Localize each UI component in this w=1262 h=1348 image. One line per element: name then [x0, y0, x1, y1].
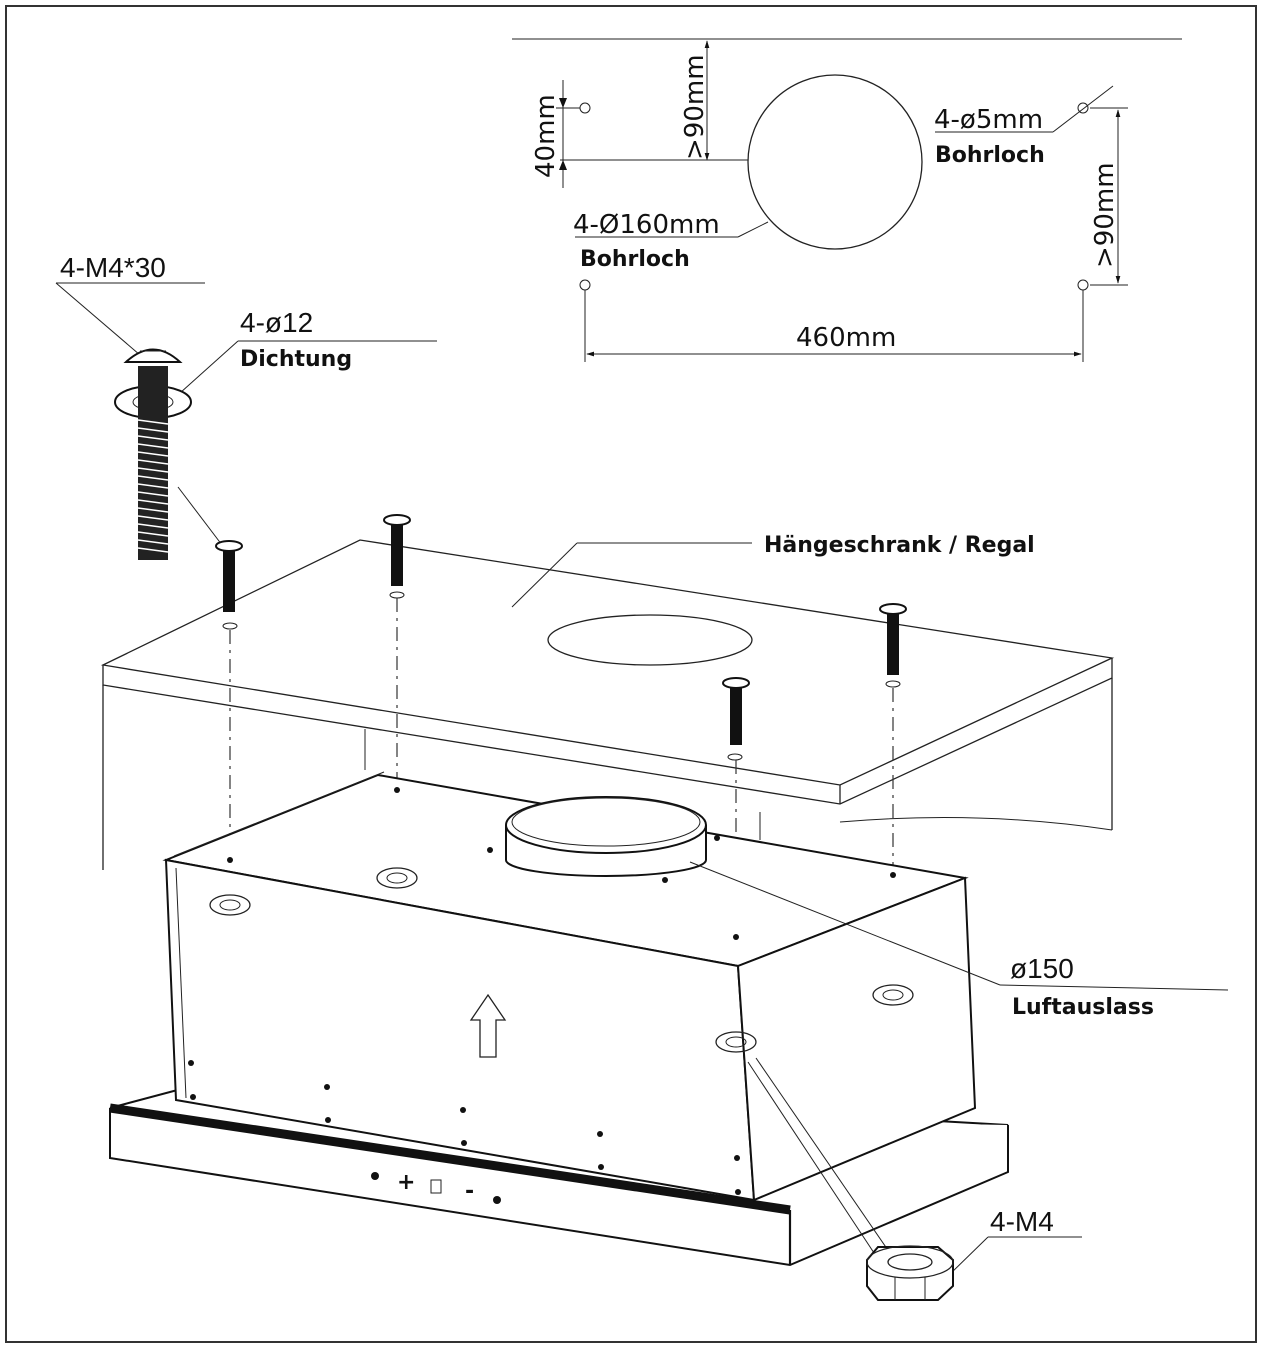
speed-plus-button: + — [397, 1170, 415, 1195]
shelf-screw-hole-1 — [222, 622, 238, 630]
small-hole-bottom-left — [579, 279, 591, 291]
mounting-screws — [215, 514, 907, 745]
big-hole-spec: 4-Ø160mm — [573, 210, 720, 240]
washer-leader — [179, 340, 239, 394]
large-screw-illustration — [114, 348, 192, 560]
washer-spec: 4-ø12 — [240, 307, 313, 338]
hood-front-rivets — [188, 1060, 741, 1195]
shelf-front-edge — [102, 658, 1113, 805]
hood-top-hole — [733, 934, 739, 940]
airflow-up-arrow-icon — [469, 993, 507, 1058]
screw-spec-leader — [55, 282, 141, 356]
hood-front-edge-inner — [175, 867, 187, 1099]
dim-arrow-40-top — [559, 98, 567, 108]
dim-gap-top-left: >90mm — [680, 54, 710, 160]
cabinet-shelf — [100, 539, 1115, 870]
shelf-duct-hole — [547, 614, 753, 666]
cabinet-leader — [511, 542, 578, 608]
duct-collar — [505, 796, 707, 877]
dim-arrow-40-bottom — [559, 160, 567, 170]
speed-minus-button: - — [465, 1179, 474, 1204]
timer-button-icon — [493, 1196, 501, 1204]
shelf-screw-hole-3 — [885, 680, 901, 688]
small-hole-spec: 4-ø5mm — [934, 105, 1043, 135]
outlet-spec: ø150 — [1010, 953, 1074, 984]
hood-top-hole — [394, 787, 400, 793]
hood-top-hole — [487, 847, 493, 853]
small-hole-top-left — [579, 102, 591, 114]
small-hole-leader — [1052, 85, 1114, 133]
dim-width-460: 460mm — [796, 323, 896, 353]
nut-leader-b — [755, 1057, 893, 1257]
nut-spec: 4-M4 — [990, 1206, 1054, 1237]
range-hood: + - — [109, 771, 1009, 1267]
screw-head — [123, 348, 183, 363]
outlet-leader — [689, 861, 1001, 986]
hood-side-face — [736, 876, 977, 1202]
outlet-underline — [999, 984, 1229, 991]
mounting-screw-3 — [879, 603, 907, 675]
control-panel: + - — [371, 1170, 501, 1204]
diagram-frame — [5, 5, 1257, 1343]
dim-gap-right: >90mm — [1090, 162, 1120, 268]
screw-detail: 4-M4*30 4-ø12 Dichtung — [55, 252, 437, 560]
hood-top-flange — [173, 771, 385, 857]
hood-front-strip — [109, 1103, 791, 1215]
nut-spec-leader — [947, 1236, 989, 1277]
cabinet-label: Hängeschrank / Regal — [764, 533, 1035, 558]
screw-spec: 4-M4*30 — [60, 252, 166, 283]
screw-to-cabinet-leader — [177, 486, 223, 546]
power-button-icon — [371, 1172, 379, 1180]
screw-threads — [137, 419, 169, 553]
outlet-name: Luftauslass — [1012, 995, 1154, 1020]
hood-top-hole — [890, 872, 896, 878]
big-hole-leader — [737, 221, 769, 238]
big-hole-circle — [747, 74, 923, 250]
light-button-icon — [430, 1179, 442, 1194]
hood-top-hole — [714, 835, 720, 841]
cabinet-break-line — [839, 817, 1113, 831]
hex-nut-top — [866, 1245, 954, 1279]
big-hole-name: Bohrloch — [580, 247, 690, 272]
hood-top-hole — [227, 857, 233, 863]
shelf-screw-hole-4 — [727, 753, 743, 761]
mounting-screw-2 — [383, 514, 411, 586]
hole-template: >90mm 40mm 4-ø5mm Bohrloch >90mm 4-Ø160m… — [512, 38, 1182, 362]
small-hole-top-right — [1077, 102, 1089, 114]
shelf-screw-hole-2 — [389, 591, 405, 599]
hood-top-hole — [662, 877, 668, 883]
nut-detail: 4-M4 — [747, 1057, 1082, 1301]
small-hole-bottom-right — [1077, 279, 1089, 291]
dim-offset-40: 40mm — [531, 94, 561, 178]
nut-leader-a — [747, 1061, 881, 1263]
mounting-screw-1 — [215, 540, 243, 612]
small-hole-name: Bohrloch — [935, 143, 1045, 168]
hood-rivet-nuts — [209, 867, 914, 1053]
mounting-screw-4 — [722, 677, 750, 745]
hex-nut-bore — [887, 1253, 933, 1271]
washer-name: Dichtung — [240, 347, 352, 372]
